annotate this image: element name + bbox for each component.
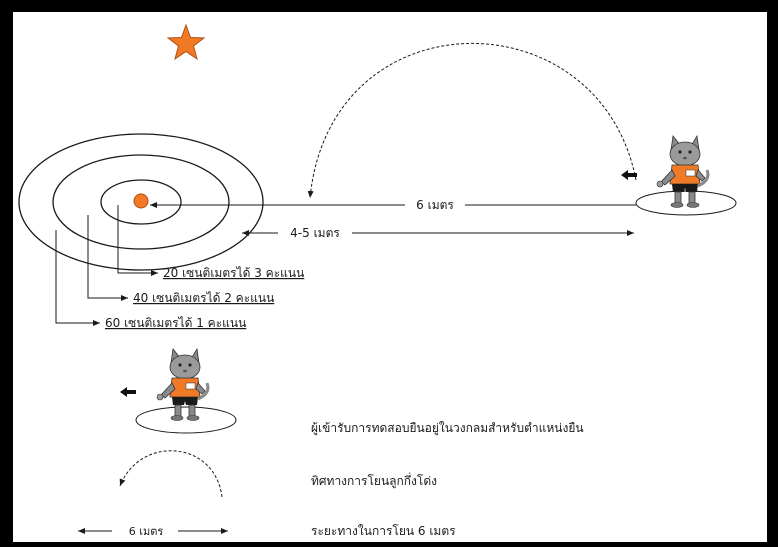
- ring-20-label: 20 เซนติเมตรได้ 3 คะแนน: [163, 266, 304, 280]
- ring-60-leader-line: [55, 230, 100, 326]
- legend-distance-label: 6 เมตร: [129, 525, 164, 538]
- legend-stand-text: ผู้เข้ารับการทดสอบยืนอยู่ในวงกลมสำหรับตำ…: [311, 421, 584, 436]
- ring-20-leader-line: [117, 205, 158, 276]
- legend-stand-circle: [135, 406, 237, 434]
- diagram-frame: [13, 12, 767, 542]
- cat-thrower-icon: [655, 134, 710, 209]
- legend-arrow-left-icon: [120, 387, 136, 397]
- ring-40-leader-line: [87, 215, 128, 301]
- target-ring-outer: [18, 133, 264, 271]
- stand-circle-right: [635, 190, 737, 216]
- target-rings: [18, 133, 264, 271]
- target-ring-middle: [52, 154, 230, 250]
- legend-distance-text: ระยะทางในการโยน 6 เมตร: [311, 524, 456, 538]
- ring-40-label: 40 เซนติเมตรได้ 2 คะแนน: [133, 291, 274, 305]
- throw-arc-line: [307, 43, 637, 199]
- legend-cat-thrower-icon: [155, 347, 210, 422]
- arrow-left-icon: [621, 170, 637, 180]
- target-center-ball: [133, 193, 149, 209]
- legend-arc-line: [119, 450, 223, 498]
- landing-range-label: 4-5 เมตร: [290, 226, 340, 240]
- star-icon: [166, 23, 206, 61]
- target-ring-inner: [100, 179, 182, 225]
- ring-60-label: 60 เซนติเมตรได้ 1 คะแนน: [105, 316, 246, 330]
- throw-distance-label: 6 เมตร: [416, 198, 454, 212]
- legend-arc-text: ทิศทางการโยนลูกกึ่งโด่ง: [311, 472, 437, 489]
